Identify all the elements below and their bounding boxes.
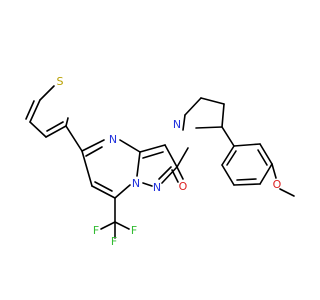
methoxyphenyl-ring: [221, 143, 273, 186]
pyrrolidine-ring: [182, 97, 225, 131]
structure-diagram: S N N N N O O F F F: [25, 75, 295, 248]
atom-nitrogen-pyrrolidine: N: [173, 118, 181, 131]
methoxy-group: [271, 163, 295, 197]
pyrimidine-ring: [81, 139, 141, 199]
atom-sulfur: S: [57, 75, 64, 88]
atom-nitrogen-bridgehead: N: [132, 177, 140, 190]
molecule-svg: S N N N N O O F F F: [25, 75, 295, 248]
bond-pyrrolidine-phenyl: [221, 126, 235, 147]
trifluoromethyl-group: [100, 197, 130, 239]
carbonyl-group: [171, 147, 189, 183]
atom-fluorine-2: F: [93, 224, 99, 237]
atom-fluorine-1: F: [111, 235, 117, 248]
bond-thiophene-pyrimidine: [65, 125, 83, 152]
pyrazole-ring: [139, 144, 178, 187]
atom-nitrogen-pyrimidine: N: [109, 133, 117, 146]
thiophene-ring: [25, 85, 69, 138]
atom-nitrogen-pyrazole: N: [153, 181, 161, 194]
atom-oxygen-ether: O: [273, 178, 282, 191]
atom-fluorine-3: F: [131, 224, 137, 237]
atom-oxygen-carbonyl: O: [179, 180, 188, 193]
